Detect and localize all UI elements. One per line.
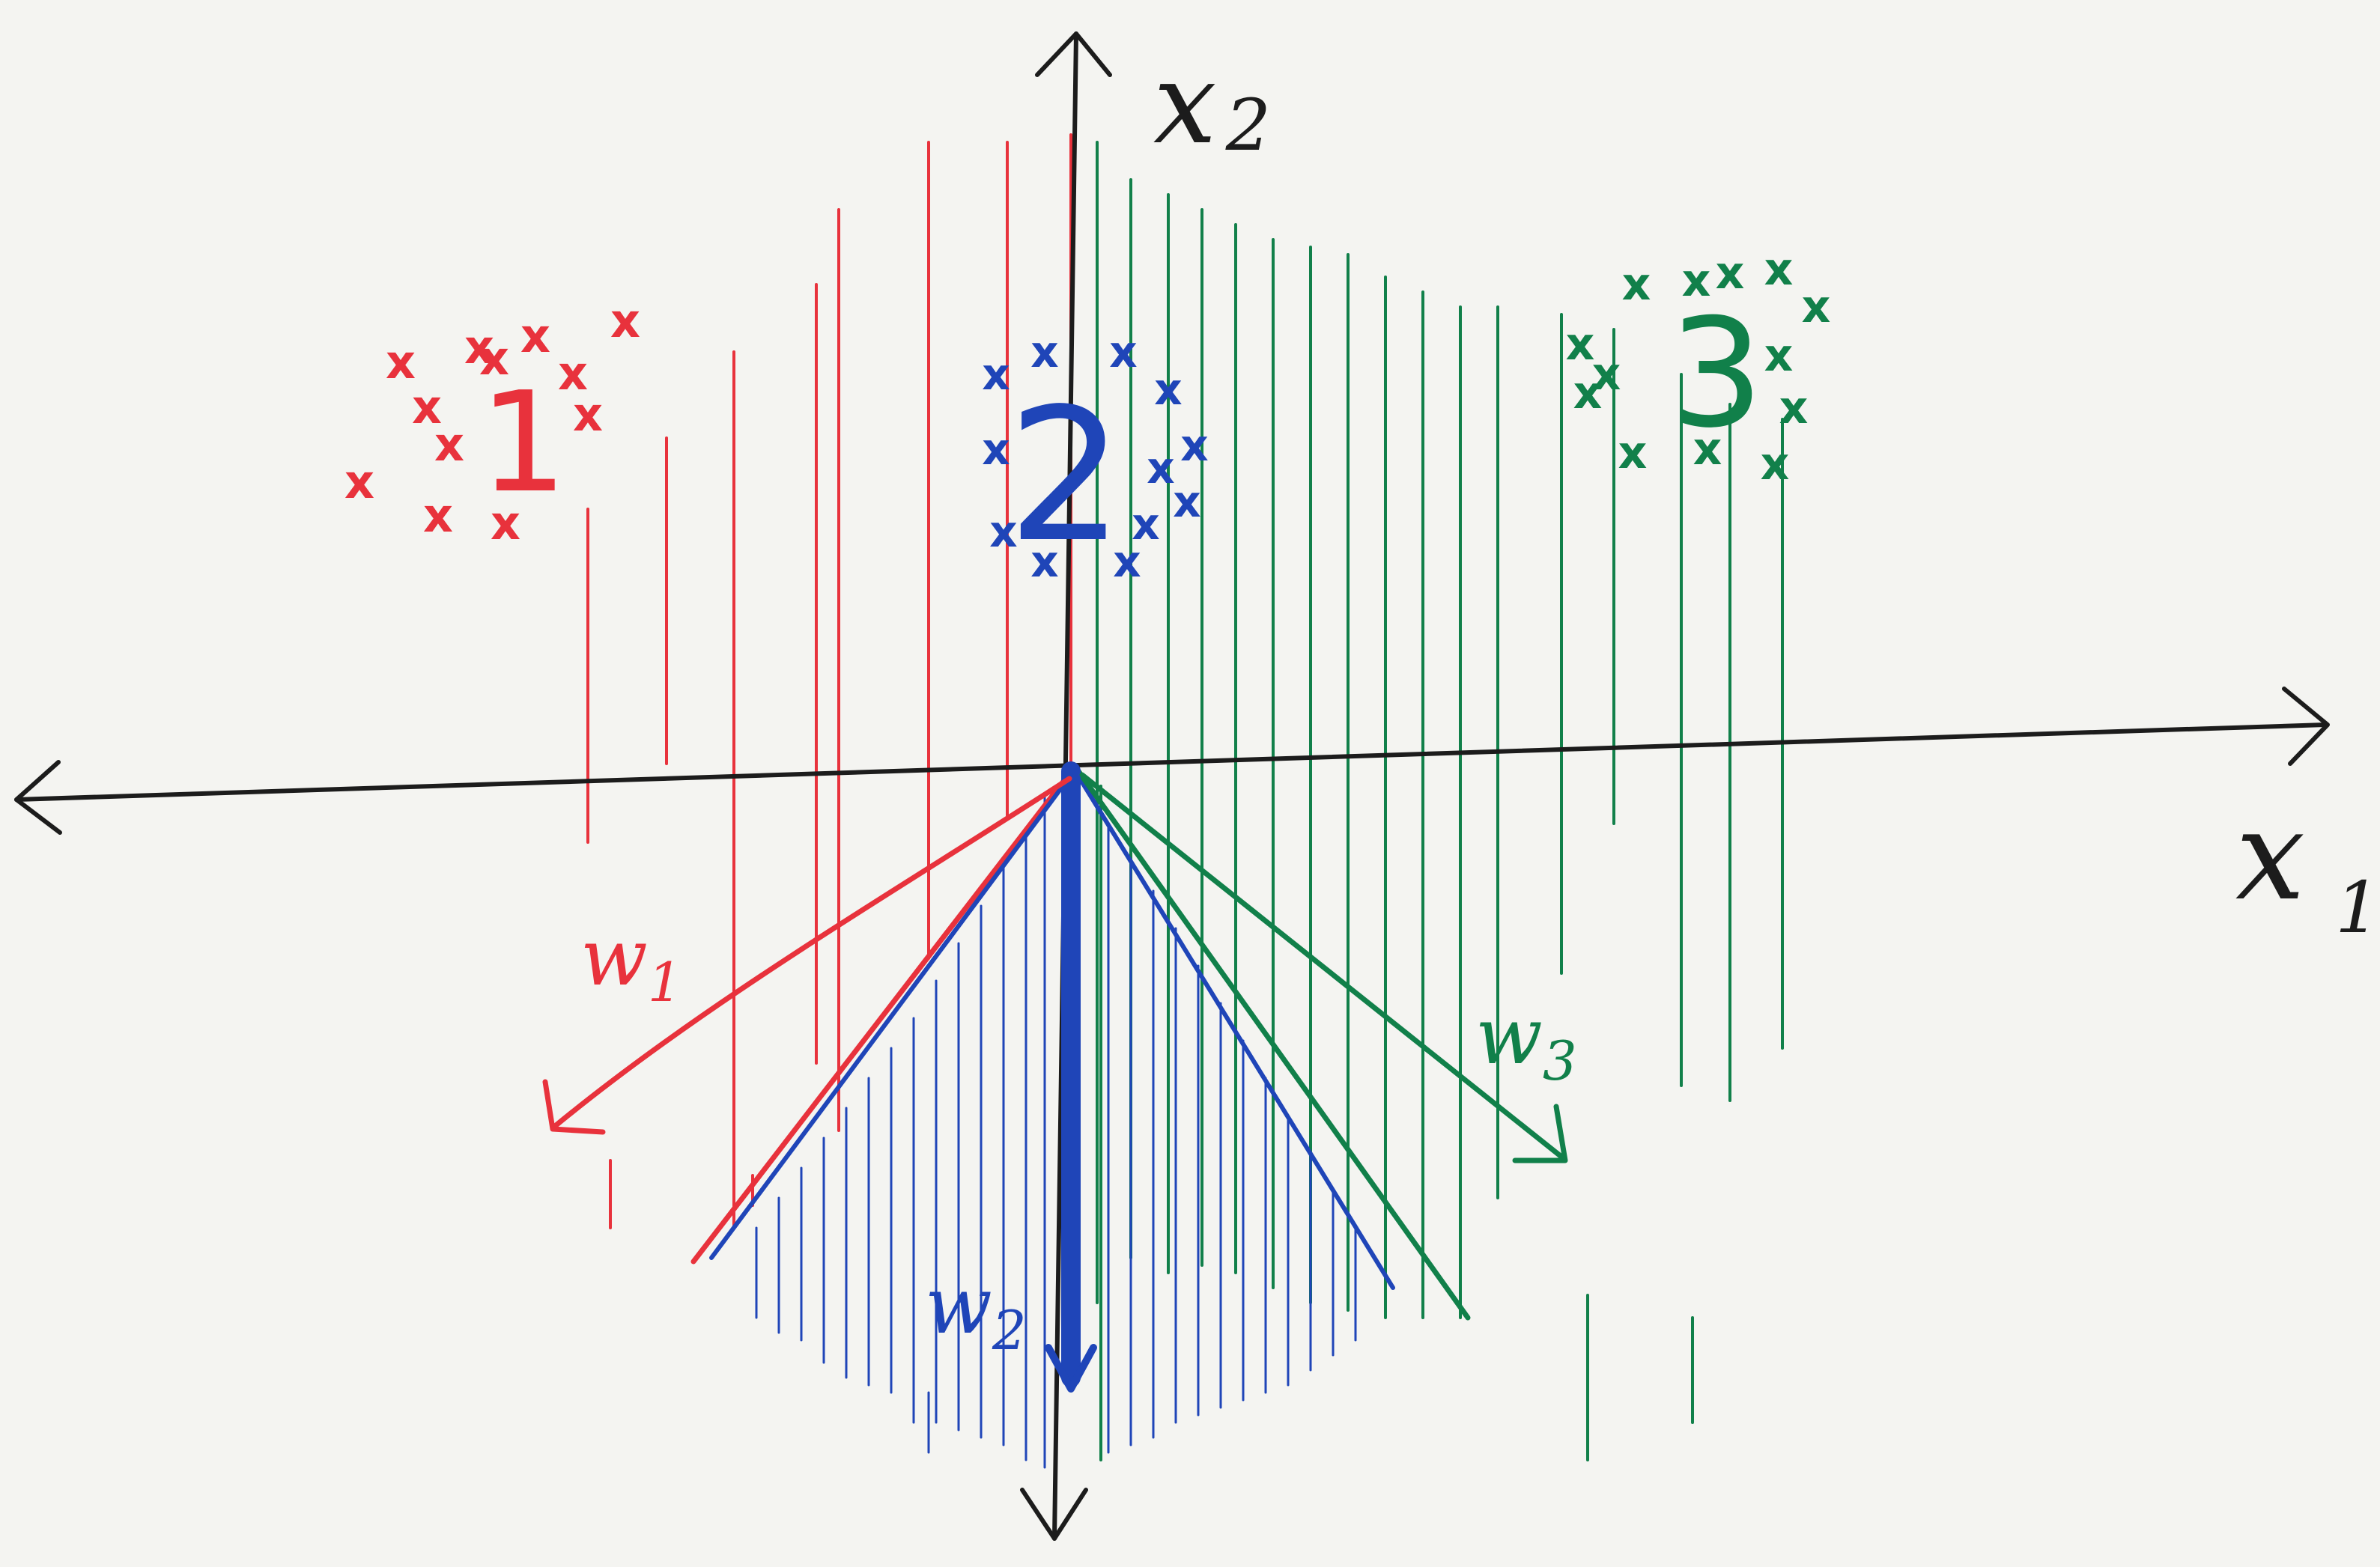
weight-vector-w2 (1045, 761, 1097, 1393)
w2-label: w2 (925, 1260, 1027, 1362)
class-2-sample: x (1180, 420, 1208, 471)
x2-axis-arrowhead-top (1035, 31, 1112, 77)
class-2-sample: x (989, 506, 1017, 557)
class-3-sample: x (1761, 438, 1790, 490)
boundary-1-2 (690, 767, 1075, 1265)
class-1-sample: x (491, 496, 520, 550)
weight-vector-w3 (1079, 772, 1568, 1163)
decision-boundaries (690, 767, 1471, 1321)
class-1-sample: x (434, 417, 464, 472)
class-2-sample: x (1030, 326, 1058, 377)
class-3-sample: x (1566, 318, 1595, 371)
class-3-label: 3 (1669, 287, 1764, 461)
class-3-sample: x (1682, 255, 1711, 307)
class-1-label: 1 (479, 362, 568, 523)
class-1-sample: x (344, 454, 374, 509)
boundary-3-2 (1075, 768, 1471, 1321)
class-1-sample: x (558, 346, 588, 401)
class-2-sample: x (1173, 476, 1200, 527)
class-3-sample: x (1622, 258, 1651, 311)
class-2-region-hatching (755, 792, 1357, 1469)
class-3-sample: x (1693, 423, 1722, 475)
class-2-sample: x (1147, 442, 1174, 493)
class-2-sample: x (1132, 499, 1159, 550)
x1-axis-arrowhead-left (14, 760, 62, 835)
x1-axis (14, 722, 2328, 802)
class-1-region-hatching (586, 133, 1072, 1229)
class-2-sample: x (982, 349, 1010, 400)
class-1-sample: x (610, 293, 640, 348)
class-1-sample: x (520, 308, 550, 363)
class-3-sample: x (1779, 382, 1809, 434)
class-3-sample: x (1618, 427, 1648, 479)
boundary-2-1 (709, 778, 1069, 1260)
weight-vector-w1 (542, 776, 1072, 1135)
class-3-sample: x (1764, 243, 1794, 296)
class-3-sample: x (1716, 247, 1745, 299)
class-3-region-hatching (1096, 141, 1784, 1461)
class-3-sample: x (1573, 367, 1603, 419)
class-3-sample: x (1802, 281, 1831, 333)
class-3-sample: x (1592, 348, 1621, 401)
class-2-sample: x (1113, 536, 1141, 587)
class-2-sample: x (1109, 326, 1137, 377)
class-1-sample: x (479, 331, 509, 386)
class-1-sample: x (573, 387, 603, 442)
x2-axis-arrowhead-bottom (1020, 1488, 1088, 1541)
w1-label: w1 (580, 912, 682, 1014)
class-1-sample: x (386, 335, 416, 389)
class-2-sample: x (1154, 364, 1182, 415)
w3-label: w3 (1475, 991, 1577, 1092)
class-3-sample: x (1764, 329, 1794, 382)
class-1-sample: x (464, 320, 494, 374)
x1-axis-arrowhead-right (2282, 687, 2330, 766)
class-2-label: 2 (1007, 369, 1124, 582)
class-1-sample: x (412, 380, 442, 434)
class-2-sample: x (1030, 536, 1058, 587)
class-2-sample: x (982, 424, 1010, 475)
boundary-2-3 (1078, 776, 1395, 1290)
coordinate-axes (14, 31, 2330, 1541)
class-1-sample: x (423, 488, 453, 543)
